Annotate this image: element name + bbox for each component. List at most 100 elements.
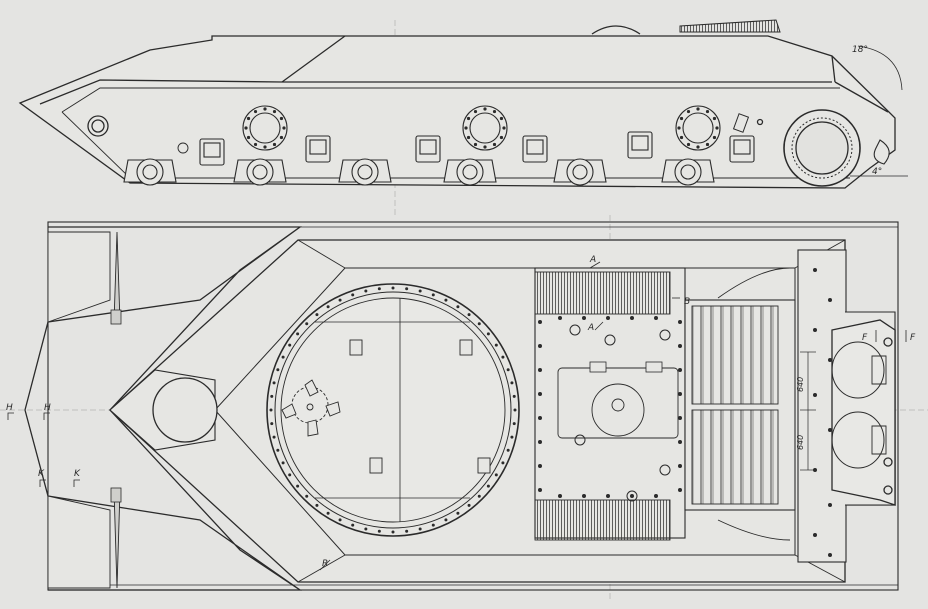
ring-bolt bbox=[338, 298, 342, 302]
ring-bolt bbox=[364, 289, 368, 293]
ring-bolt bbox=[272, 435, 276, 439]
rear-grille bbox=[679, 19, 781, 33]
ring-bolt bbox=[456, 305, 460, 309]
dimension-lower: 640 bbox=[796, 435, 805, 450]
ring-bolt bbox=[288, 473, 292, 477]
ring-bolt bbox=[276, 368, 280, 372]
ring-bolt bbox=[418, 527, 422, 531]
roller-bracket bbox=[305, 135, 331, 163]
deck-bolt bbox=[678, 416, 682, 420]
deck-bolt bbox=[654, 316, 658, 320]
lower-wheel-hubs bbox=[123, 158, 715, 186]
deck-plug bbox=[569, 324, 581, 336]
deck-bolt bbox=[582, 494, 586, 498]
ring-bolt bbox=[272, 381, 276, 385]
deck-bolt bbox=[538, 344, 542, 348]
deck-bolt bbox=[678, 320, 682, 324]
rear-bolt bbox=[828, 553, 832, 557]
engine-deck bbox=[534, 267, 686, 541]
ring-bolt bbox=[513, 408, 517, 412]
ring-bolt bbox=[326, 511, 330, 515]
wheel-hub bbox=[123, 158, 177, 186]
rear-plate-bolts bbox=[813, 268, 832, 557]
deck-bolt bbox=[558, 316, 562, 320]
ring-bolt bbox=[270, 394, 274, 398]
periscope-cluster bbox=[281, 379, 341, 437]
suspension-disc bbox=[462, 105, 508, 151]
ring-bolt bbox=[486, 332, 490, 336]
rear-bolt bbox=[813, 393, 817, 397]
ring-bolt bbox=[431, 523, 435, 527]
ring-bolt bbox=[326, 305, 330, 309]
deck-bolt bbox=[678, 440, 682, 444]
suspension-disc bbox=[242, 105, 288, 151]
ring-bolt bbox=[351, 293, 355, 297]
ring-bolt bbox=[391, 530, 395, 534]
deck-bolt bbox=[582, 316, 586, 320]
ring-bolt bbox=[288, 343, 292, 347]
rear-bolt bbox=[813, 533, 817, 537]
roller-bracket bbox=[199, 138, 225, 166]
ring-bolt bbox=[501, 461, 505, 465]
ring-bolt bbox=[405, 529, 409, 533]
deck-bolt bbox=[538, 464, 542, 468]
ring-bolt bbox=[477, 494, 481, 498]
ring-bolt bbox=[315, 313, 319, 317]
section-f-right: F bbox=[910, 333, 916, 343]
wheel-hub bbox=[553, 158, 607, 186]
deck-bolt bbox=[678, 368, 682, 372]
deck-plug bbox=[659, 464, 671, 476]
ring-bolt bbox=[377, 287, 381, 291]
roller-bracket bbox=[415, 135, 441, 163]
angle-label-top: 18° bbox=[852, 45, 868, 55]
ring-bolt bbox=[501, 355, 505, 359]
section-h-left: H bbox=[6, 403, 13, 413]
ring-bolt bbox=[512, 422, 516, 426]
wheel-hub bbox=[661, 158, 715, 186]
hatch-handles bbox=[349, 339, 491, 474]
ring-bolt bbox=[512, 394, 516, 398]
deck-bolt bbox=[678, 464, 682, 468]
ring-bolt bbox=[305, 494, 309, 498]
plan-view: 640 640 H H K K F F A A B R bbox=[6, 221, 916, 591]
ring-bolt bbox=[405, 287, 409, 291]
ring-bolt bbox=[506, 448, 510, 452]
deck-bolt bbox=[558, 494, 562, 498]
angle-label-bottom: 4° bbox=[872, 167, 882, 177]
roller-bracket bbox=[729, 135, 755, 163]
rear-bolt bbox=[828, 428, 832, 432]
deck-plug bbox=[574, 434, 586, 446]
ring-bolt bbox=[444, 298, 448, 302]
rear-bolt bbox=[828, 298, 832, 302]
section-f-left: F bbox=[862, 333, 868, 343]
ring-bolt bbox=[338, 518, 342, 522]
roller-bracket bbox=[522, 135, 548, 163]
ring-bolt bbox=[269, 408, 273, 412]
rear-bolt bbox=[813, 328, 817, 332]
section-h-right: H bbox=[44, 403, 51, 413]
rear-bolt bbox=[828, 503, 832, 507]
ring-bolt bbox=[296, 484, 300, 488]
deck-bolt bbox=[630, 316, 634, 320]
radiator-louvres bbox=[684, 267, 796, 541]
ring-bolt bbox=[377, 529, 381, 533]
rear-bolt bbox=[828, 358, 832, 362]
section-markers bbox=[7, 261, 907, 571]
deck-bolt bbox=[630, 494, 634, 498]
ring-bolt bbox=[431, 293, 435, 297]
deck-bolt bbox=[538, 488, 542, 492]
dimension-upper: 640 bbox=[796, 377, 805, 392]
drive-sprocket bbox=[783, 109, 861, 187]
deck-bolt bbox=[678, 392, 682, 396]
deck-bolt bbox=[606, 494, 610, 498]
section-k-right: K bbox=[74, 469, 81, 479]
section-a-top: A bbox=[589, 255, 596, 265]
ring-bolt bbox=[486, 484, 490, 488]
dimension-lines bbox=[800, 351, 816, 471]
deck-bolt bbox=[538, 368, 542, 372]
deck-bolt bbox=[678, 488, 682, 492]
ring-bolt bbox=[305, 322, 309, 326]
ring-bolt bbox=[296, 332, 300, 336]
section-a-mid: A bbox=[587, 323, 594, 333]
